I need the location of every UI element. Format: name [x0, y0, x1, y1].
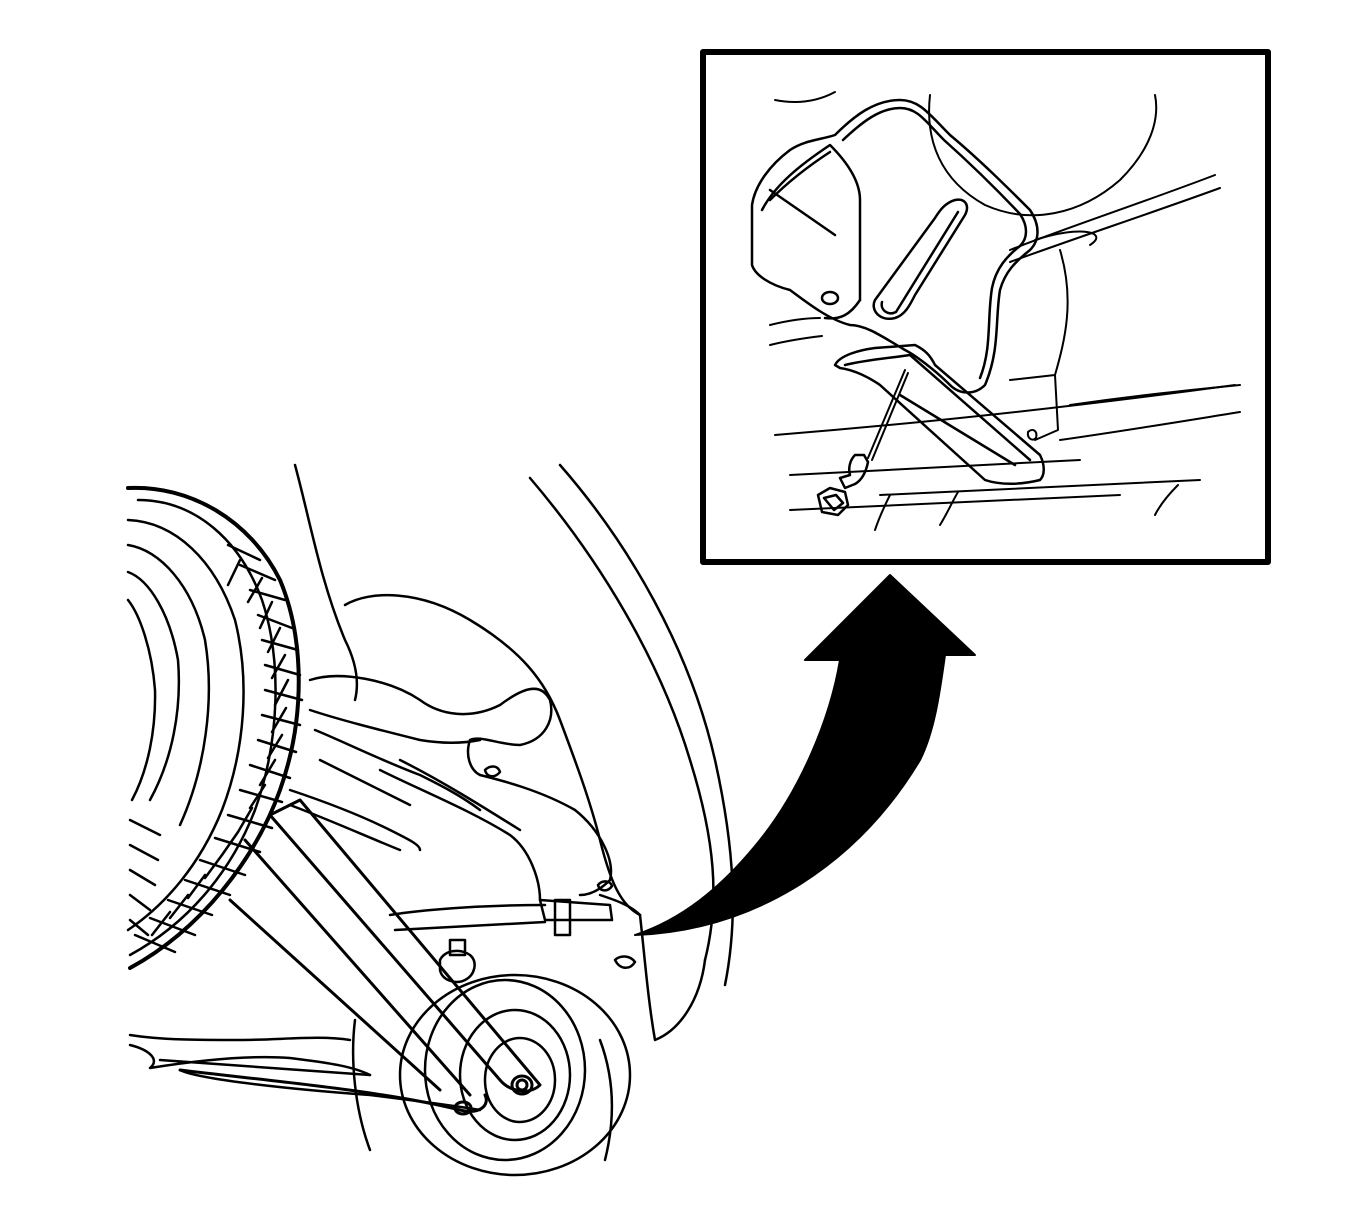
- control-arm: [178, 798, 542, 1116]
- inset-body-structure: [769, 91, 1241, 531]
- spare-tire: [126, 485, 304, 970]
- bolt: [816, 369, 909, 517]
- fender-liner: [343, 593, 707, 1042]
- bracket: [750, 98, 1045, 485]
- detail-inset: [700, 49, 1271, 565]
- underbody-frame: [288, 674, 614, 937]
- crossmember: [128, 1033, 482, 1112]
- inset-frame: [700, 49, 1271, 565]
- callout-arrow: [634, 574, 976, 936]
- rear-wheel-hub: [351, 938, 632, 1177]
